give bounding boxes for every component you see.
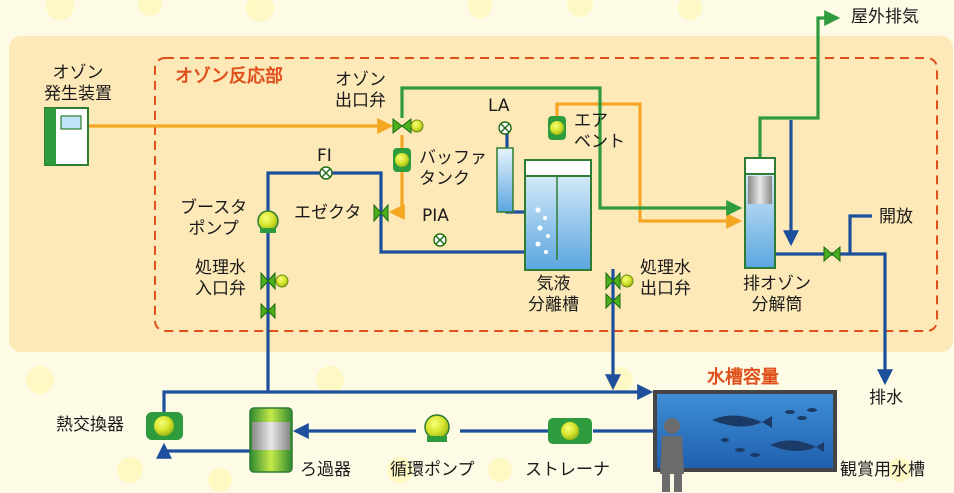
la-sensor (496, 121, 514, 213)
reactor-boundary (154, 57, 938, 332)
strainer (548, 418, 592, 444)
label-ozone-outlet-valve: オゾン 出口弁 (335, 70, 386, 111)
water-lines (156, 120, 893, 459)
ejector (373, 203, 389, 223)
fi-meter (319, 166, 333, 180)
display-tank (653, 390, 837, 492)
label-tank-volume: 水槽容量 (707, 367, 779, 388)
label-display-tank: 観賞用水槽 (840, 460, 925, 480)
label-ozone-reactor: オゾン反応部 (175, 66, 283, 87)
heat-exchanger (146, 412, 183, 440)
label-pia: PIA (422, 206, 449, 226)
gas-liquid-separator (524, 159, 592, 271)
exhaust-ozone-decomposer (744, 157, 776, 269)
exhaust-lines (400, 10, 841, 216)
air-vent (548, 116, 566, 140)
inlet-check-valve[interactable] (260, 302, 276, 320)
label-ozone-generator: オゾン 発生装置 (44, 63, 112, 104)
label-treated-inlet-valve: 処理水 入口弁 (195, 258, 246, 299)
label-air-vent: エア ベント (574, 111, 625, 152)
open-valve[interactable] (823, 245, 841, 263)
ozone-generator (44, 107, 89, 166)
reactor-panel (9, 36, 953, 352)
treated-water-outlet-valve[interactable] (605, 271, 634, 291)
label-heat-exchanger: 熱交換器 (56, 415, 124, 435)
background-dots (26, 0, 912, 492)
treated-water-inlet-valve[interactable] (260, 271, 289, 291)
label-la: LA (488, 96, 510, 116)
label-booster-pump: ブースタ ポンプ (180, 198, 248, 239)
label-open: 開放 (879, 207, 913, 227)
label-gas-liquid-separator: 気液 分離槽 (528, 274, 579, 315)
label-treated-outlet-valve: 処理水 出口弁 (640, 258, 691, 299)
label-drain: 排水 (869, 388, 903, 408)
label-exhaust-ozone-decomposer: 排オゾン 分解筒 (743, 274, 811, 315)
label-strainer: ストレーナ (525, 460, 610, 480)
label-filter: ろ過器 (300, 460, 351, 480)
circulation-pump (424, 414, 450, 442)
outlet-check-valve[interactable] (605, 292, 621, 310)
filter (249, 407, 293, 473)
label-ejector: エゼクタ (294, 203, 362, 223)
booster-pump (257, 210, 279, 233)
label-buffer-tank: バッファ タンク (419, 148, 487, 189)
ozone-outlet-valve[interactable] (392, 117, 424, 135)
buffer-tank (393, 148, 411, 172)
label-outdoor-exhaust: 屋外排気 (851, 7, 919, 27)
label-fi: FI (317, 146, 332, 166)
pia-gauge (433, 233, 447, 247)
label-circulation-pump: 循環ポンプ (390, 460, 475, 480)
